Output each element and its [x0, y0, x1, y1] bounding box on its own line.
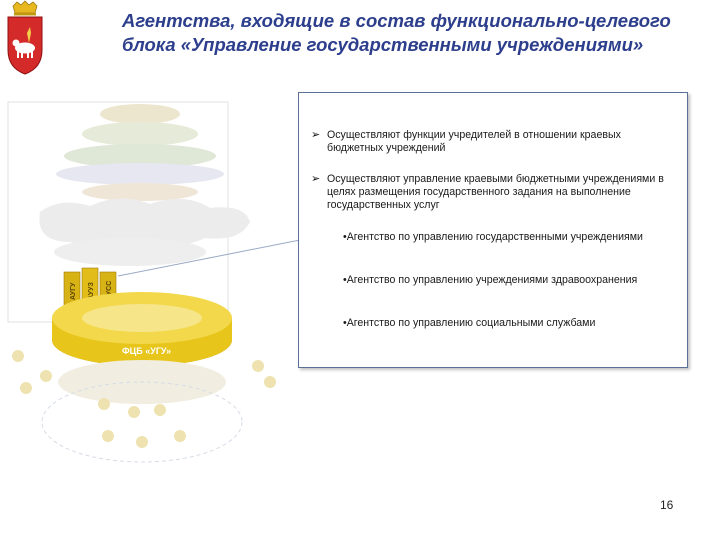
bullet-arrow-icon: ➢	[311, 129, 321, 141]
tier-agencies	[82, 183, 198, 201]
faded-people	[12, 350, 276, 448]
tier-ministries	[56, 163, 224, 185]
agency-text: •Агентство по управлению государственным…	[343, 231, 643, 243]
dashed-ellipse	[41, 381, 243, 463]
tier-administration	[82, 122, 198, 146]
bullet-founder-functions: ➢ Осуществляют функции учредителей в отн…	[311, 129, 679, 155]
agency-item: •Агентство по управлению учреждениями зд…	[343, 274, 643, 287]
agency-text: •Агентство по управлению учреждениями зд…	[343, 274, 638, 286]
agency-item: •Агентство по управлению государственным…	[343, 231, 643, 244]
page-number: 16	[660, 498, 674, 512]
page-title: Агентства, входящие в состав функциональ…	[122, 9, 712, 57]
structure-illustration: АУГУ АУУЗ АУСС ФЦБ «УГУ»	[7, 101, 300, 463]
bullet-management: ➢ Осуществляют управление краевыми бюдже…	[311, 173, 667, 212]
agency-text: •Агентство по управлению социальными слу…	[343, 317, 596, 329]
callout-line	[117, 239, 300, 277]
tab-auuz-label: АУУЗ	[88, 282, 95, 300]
tab-auss-label: АУСС	[106, 281, 113, 300]
bullet-text: Осуществляют управление краевыми бюджетн…	[327, 173, 664, 211]
tier-government	[64, 144, 216, 168]
agency-item: •Агентство по управлению социальными слу…	[343, 317, 673, 330]
bullet-text: Осуществляют функции учредителей в отнош…	[327, 129, 621, 154]
cloud-shape	[39, 198, 250, 248]
info-panel: ➢ Осуществляют функции учредителей в отн…	[298, 92, 688, 368]
bullet-arrow-icon: ➢	[311, 173, 321, 185]
tier-governor	[100, 104, 180, 124]
ring-label: ФЦБ «УГУ»	[122, 346, 171, 356]
tab-augu-label: АУГУ	[70, 282, 77, 300]
title-line-2: блока «Управление государственными учреж…	[122, 34, 644, 55]
fcb-ring: ФЦБ «УГУ»	[52, 292, 232, 366]
tier-market	[54, 238, 206, 266]
title-line-1: Агентства, входящие в состав функциональ…	[122, 10, 671, 31]
coat-of-arms-icon	[7, 0, 43, 75]
